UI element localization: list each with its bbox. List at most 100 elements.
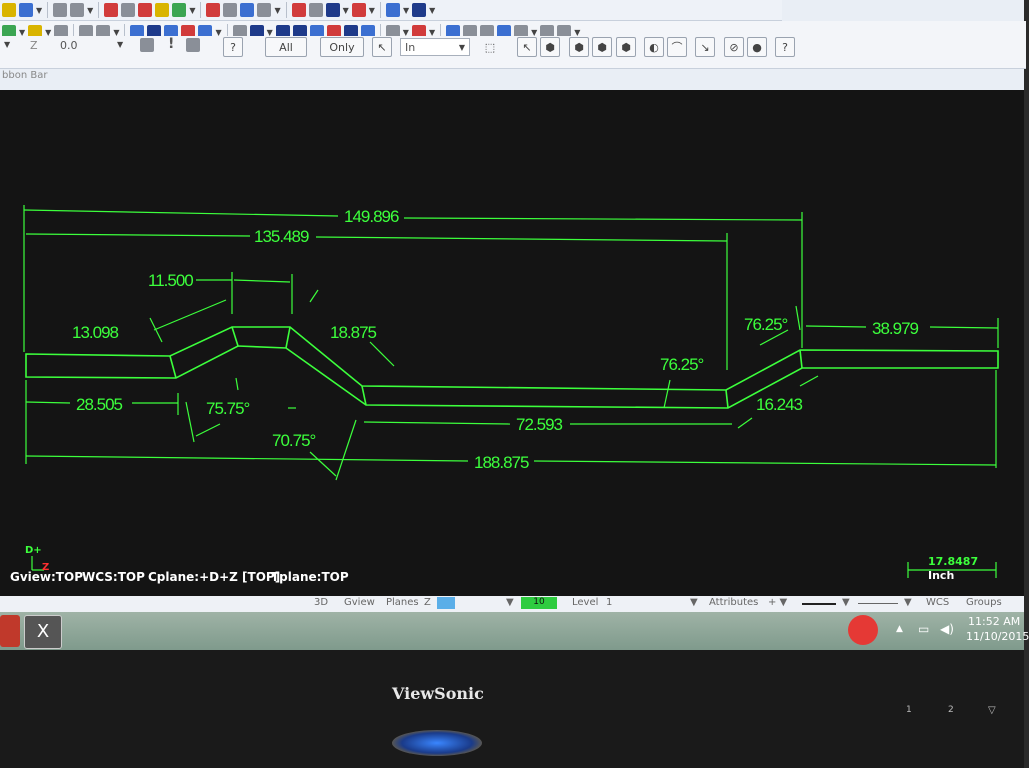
- z-button[interactable]: Z: [424, 597, 431, 608]
- app-taskbar-icon[interactable]: [0, 615, 20, 647]
- sum-icon[interactable]: [155, 3, 170, 17]
- shapes-icon[interactable]: [411, 25, 426, 39]
- hex-select-button-4[interactable]: ⬢: [616, 37, 636, 57]
- square-icon[interactable]: [186, 38, 200, 52]
- hex-select-button-2[interactable]: ⬢: [569, 37, 589, 57]
- taskbar-date[interactable]: 11/10/2015: [966, 630, 1029, 643]
- pointer-select-button[interactable]: ↖: [517, 37, 537, 57]
- rotate-icon[interactable]: [497, 25, 512, 39]
- help-button[interactable]: ?: [223, 37, 243, 57]
- chevron-down-icon[interactable]: ▼: [117, 40, 124, 49]
- line-style-sample[interactable]: [802, 603, 836, 605]
- taskbar-time[interactable]: 11:52 AM: [968, 615, 1021, 628]
- chevron-down-icon[interactable]: ▼: [429, 5, 436, 15]
- chevron-down-icon[interactable]: ▼: [266, 27, 273, 37]
- select-only-button[interactable]: Only: [320, 37, 364, 57]
- sphere-icon[interactable]: [412, 3, 427, 17]
- graphics-area[interactable]: 149.896 135.489 11.500 13.098 18.875 76.…: [0, 90, 1024, 596]
- solid-icon[interactable]: [130, 25, 145, 39]
- alert-icon[interactable]: !: [168, 36, 175, 52]
- verify-select-button[interactable]: ↘: [695, 37, 715, 57]
- trim-icon[interactable]: [54, 25, 69, 39]
- chevron-down-icon[interactable]: ▼: [45, 27, 52, 37]
- auto-cursor-icon[interactable]: [140, 38, 154, 52]
- undo-icon[interactable]: [53, 3, 68, 17]
- chevron-down-icon[interactable]: ▼: [368, 5, 375, 15]
- table-icon[interactable]: [540, 25, 555, 39]
- wrench-icon[interactable]: [291, 3, 306, 17]
- link-icon[interactable]: [308, 3, 323, 17]
- globe-icon[interactable]: [385, 3, 400, 17]
- box-icon[interactable]: [147, 25, 162, 39]
- z-depth-field[interactable]: 0.0: [60, 38, 78, 52]
- chevron-down-icon[interactable]: ▼: [574, 27, 581, 37]
- chevron-down-icon[interactable]: ▼: [87, 5, 94, 15]
- view-icon[interactable]: [309, 25, 324, 39]
- list-icon[interactable]: [223, 3, 238, 17]
- monitor-button-1[interactable]: 1: [906, 705, 912, 715]
- hex-select-button-3[interactable]: ⬢: [592, 37, 612, 57]
- grid-view-icon[interactable]: [385, 25, 400, 39]
- monitor-down-icon[interactable]: ▽: [988, 705, 996, 716]
- level-value-field[interactable]: 10: [521, 597, 557, 609]
- selection-mode-select[interactable]: In ▼: [400, 38, 470, 56]
- cube-blue-icon[interactable]: [198, 25, 213, 39]
- chevron-down-icon[interactable]: ▼: [189, 5, 196, 15]
- arrow-down-icon[interactable]: [181, 25, 196, 39]
- mastercam-taskbar-icon[interactable]: X: [24, 615, 62, 649]
- edge-select-button[interactable]: ⌒: [667, 37, 687, 57]
- xform-icon[interactable]: [463, 25, 478, 39]
- chevron-down-icon[interactable]: ▼: [506, 597, 514, 608]
- chevron-down-icon[interactable]: ▼: [402, 27, 409, 37]
- line-width-sample[interactable]: [858, 603, 898, 604]
- mode-3d-button[interactable]: 3D: [314, 597, 329, 608]
- edit-icon[interactable]: [257, 3, 272, 17]
- chevron-down-icon[interactable]: + ▼: [768, 597, 788, 608]
- chevron-down-icon[interactable]: ▼: [274, 5, 281, 15]
- user-icon[interactable]: [351, 3, 366, 17]
- measure-icon[interactable]: [121, 3, 136, 17]
- network-icon[interactable]: ▭: [918, 622, 930, 636]
- z-value-field[interactable]: [437, 597, 455, 609]
- chevron-down-icon[interactable]: ▼: [215, 27, 222, 37]
- mirror-icon[interactable]: [480, 25, 495, 39]
- chevron-down-icon[interactable]: ▼: [342, 5, 349, 15]
- chevron-down-icon[interactable]: ▼: [4, 40, 11, 49]
- wcs-button[interactable]: WCS: [926, 597, 950, 608]
- chevron-down-icon[interactable]: ▼: [531, 27, 538, 37]
- clear-select-button[interactable]: ⊘: [724, 37, 744, 57]
- color-select-button[interactable]: ●: [747, 37, 767, 57]
- iso-icon[interactable]: [343, 25, 358, 39]
- top-view-icon[interactable]: [360, 25, 375, 39]
- layer-icon[interactable]: [2, 25, 16, 39]
- planes-button[interactable]: Planes: [386, 597, 419, 608]
- volume-icon[interactable]: ◀): [940, 622, 954, 636]
- transform-icon[interactable]: [446, 25, 461, 39]
- gview-button[interactable]: Gview: [344, 597, 375, 608]
- offset-icon[interactable]: [514, 25, 529, 39]
- chevron-down-icon[interactable]: ▼: [690, 597, 698, 608]
- export-icon[interactable]: [172, 3, 187, 17]
- copy-icon[interactable]: [240, 3, 255, 17]
- grid-icon[interactable]: [206, 3, 221, 17]
- hex-select-button-1[interactable]: ⬢: [540, 37, 560, 57]
- groups-button[interactable]: Groups: [966, 597, 1002, 608]
- arc-icon[interactable]: [164, 25, 179, 39]
- save-icon[interactable]: [19, 3, 33, 17]
- tray-app-icon[interactable]: [848, 615, 878, 645]
- monitor-button-2[interactable]: 2: [948, 705, 954, 715]
- wire-icon[interactable]: [275, 25, 290, 39]
- redo-icon[interactable]: [70, 3, 85, 17]
- cursor-button[interactable]: ↖: [372, 37, 392, 57]
- folder-icon[interactable]: [2, 3, 16, 17]
- attributes-button[interactable]: Attributes: [709, 597, 759, 608]
- chevron-down-icon[interactable]: ▼: [402, 5, 410, 15]
- chevron-down-icon[interactable]: ▼: [36, 5, 43, 15]
- level-button[interactable]: Level: [572, 597, 599, 608]
- chevron-down-icon[interactable]: ▼: [904, 597, 912, 608]
- frame-icon[interactable]: [232, 25, 247, 39]
- analyze-icon[interactable]: [104, 3, 119, 17]
- fence-icon[interactable]: [28, 25, 43, 39]
- face-select-button[interactable]: ◐: [644, 37, 664, 57]
- select-all-button[interactable]: All: [265, 37, 307, 57]
